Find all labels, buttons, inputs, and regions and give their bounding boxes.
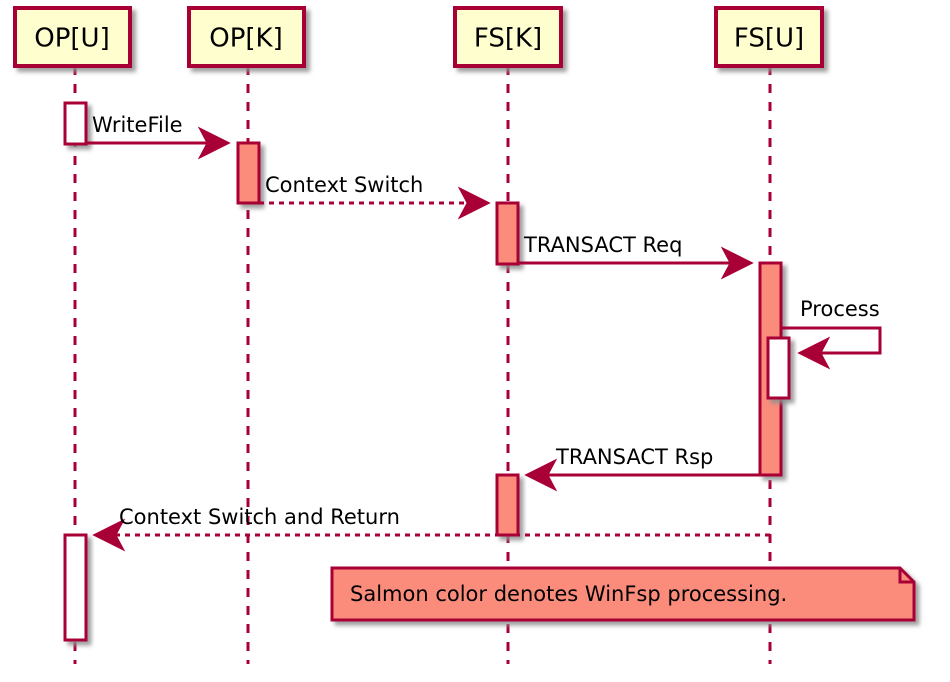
message-context-switch-and-return-label: Context Switch and Return <box>119 505 400 529</box>
participant-label-op-u: OP[U] <box>34 24 109 54</box>
message-context-switch-and-return[interactable]: Context Switch and Return <box>92 505 770 552</box>
message-context-switch-label: Context Switch <box>265 173 423 197</box>
activation-op-k-1 <box>236 141 261 205</box>
message-context-switch[interactable]: Context Switch <box>259 173 491 220</box>
activation-fs-u-nested <box>766 336 791 400</box>
participant-box-fs-k[interactable] <box>453 6 563 68</box>
message-transact-req[interactable]: TRANSACT Req <box>518 233 754 280</box>
message-process-label: Process <box>800 297 880 321</box>
participant-box-op-k[interactable] <box>187 6 306 68</box>
participant-op-k[interactable]: OP[K] <box>187 6 306 68</box>
message-transact-rsp[interactable]: TRANSACT Rsp <box>524 445 759 492</box>
note-salmon-shape[interactable] <box>330 566 916 622</box>
message-process-line <box>781 326 882 370</box>
note-salmon-text: Salmon color denotes WinFsp processing. <box>350 582 787 606</box>
activation-op-u-2 <box>63 533 88 642</box>
note-fold-corner-icon <box>898 568 914 584</box>
activation-fs-k-2 <box>495 473 520 537</box>
message-transact-req-label: TRANSACT Req <box>523 233 682 257</box>
participant-box-op-u[interactable] <box>13 6 132 68</box>
participant-op-u[interactable]: OP[U] <box>13 6 132 68</box>
activations-group <box>63 101 791 642</box>
participant-label-fs-u: FS[U] <box>734 24 804 54</box>
message-process-self-call[interactable]: Process <box>781 297 882 370</box>
note-salmon[interactable]: Salmon color denotes WinFsp processing. <box>330 566 916 622</box>
message-transact-rsp-label: TRANSACT Rsp <box>555 445 713 469</box>
activation-fs-k-1 <box>495 201 520 266</box>
participant-label-fs-k: FS[K] <box>474 24 542 54</box>
activation-op-u-1 <box>63 101 88 146</box>
participant-box-fs-u[interactable] <box>714 6 824 68</box>
participant-label-op-k: OP[K] <box>209 24 282 54</box>
message-writefile-label: WriteFile <box>92 113 183 137</box>
participant-fs-k[interactable]: FS[K] <box>453 6 563 68</box>
message-writefile[interactable]: WriteFile <box>86 113 231 160</box>
participant-fs-u[interactable]: FS[U] <box>714 6 824 68</box>
